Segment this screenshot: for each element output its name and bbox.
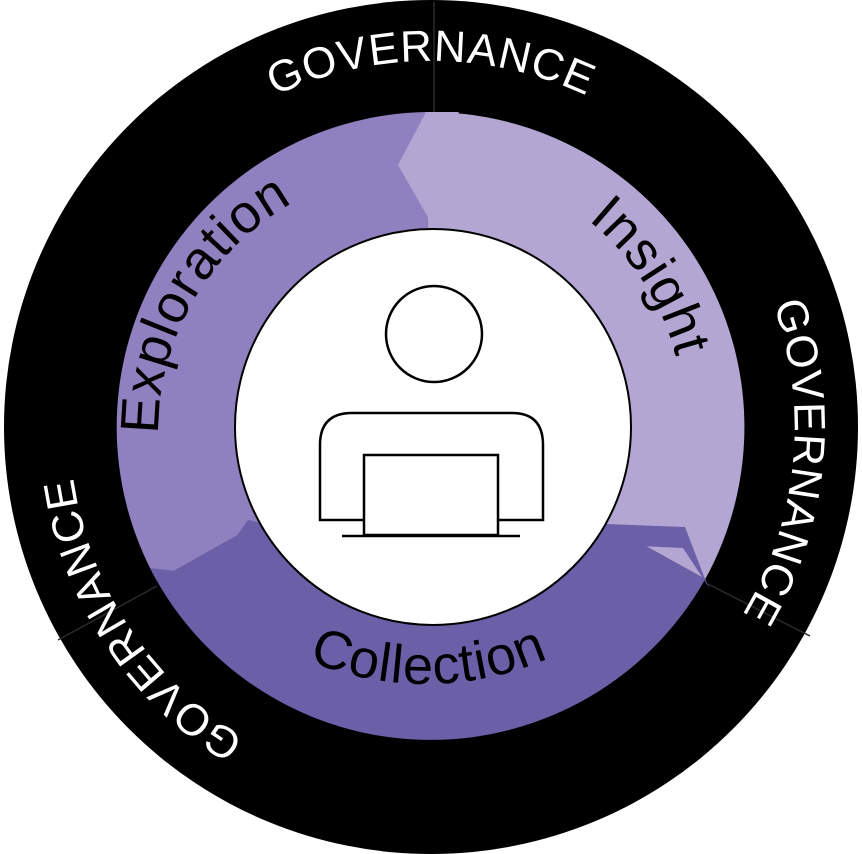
chevron-notch-top: [398, 112, 470, 233]
ring-divider-left: [57, 585, 158, 641]
person-head: [384, 284, 484, 384]
chevron-notch-right: [605, 524, 710, 589]
ring-divider-right: [707, 583, 811, 637]
person-at-laptop-icon: [318, 284, 545, 538]
laptop-screen: [362, 453, 500, 537]
chevron-notch-left: [150, 520, 265, 590]
